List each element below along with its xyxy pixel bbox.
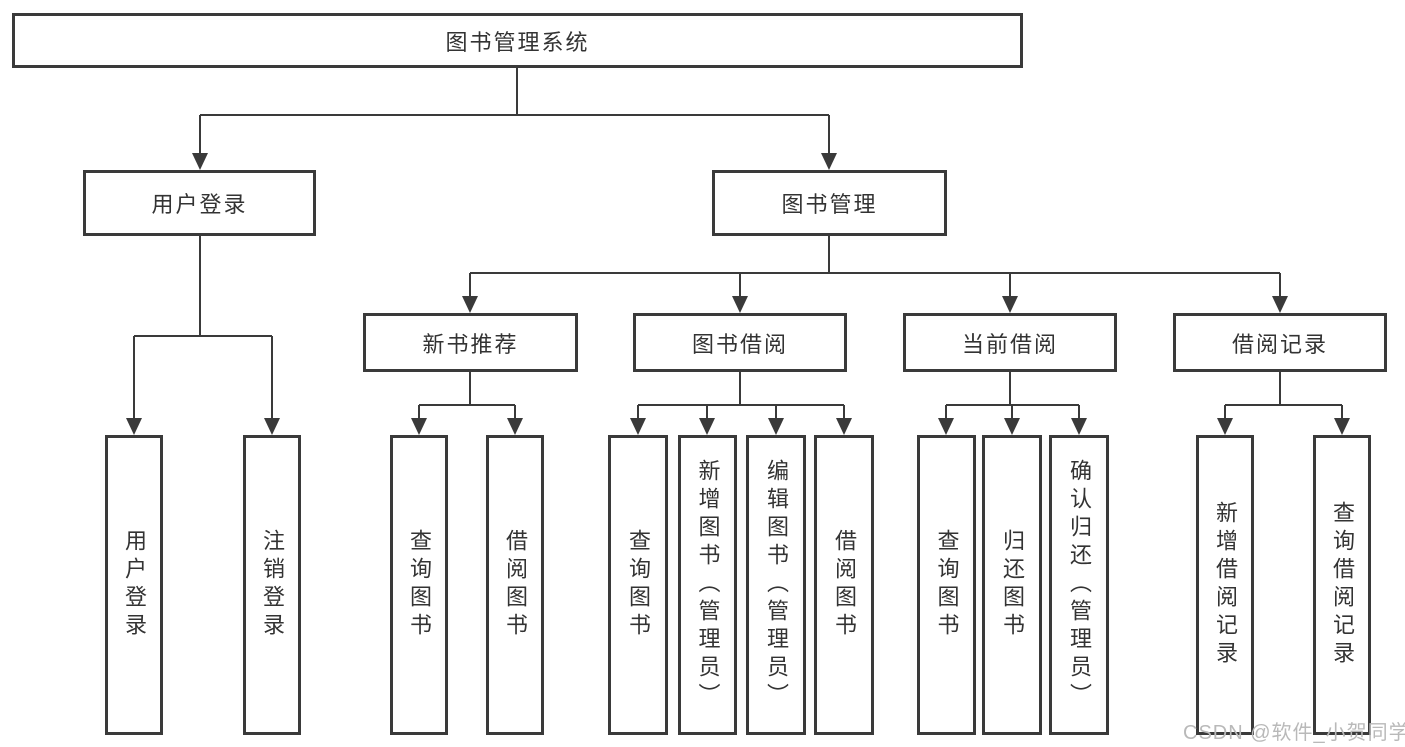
connector-borrow-records-bus (1225, 372, 1342, 406)
connector-root-bus (200, 68, 829, 116)
node-root: 图书管理系统 (12, 13, 1023, 68)
node-book-borrow: 图书借阅 (633, 313, 847, 372)
connector-user-leaf-drops (133, 336, 273, 419)
arrowhead-leaf-nb-query (411, 418, 427, 435)
arrowhead-leaf-cb-return (1004, 418, 1020, 435)
arrowhead-current-borrow (1002, 296, 1018, 313)
connector-level1-drops (199, 115, 830, 154)
arrowhead-user-login (192, 153, 208, 170)
connector-new-book-bus (419, 372, 515, 406)
node-book-management: 图书管理 (712, 170, 947, 236)
leaf-current-query: 查询图书 (917, 435, 976, 735)
arrowhead-leaf-logout (264, 418, 280, 435)
leaf-current-confirm-return: 确认归还（管理员） (1049, 435, 1109, 735)
connector-level2-drops (469, 273, 1281, 297)
arrowhead-leaf-nb-borrow (507, 418, 523, 435)
connector-book-management-bus (470, 236, 1280, 274)
arrowhead-leaf-bb-query (630, 418, 646, 435)
leaf-borrow-borrow-book: 借阅图书 (814, 435, 874, 735)
arrowhead-leaf-cb-query (938, 418, 954, 435)
node-current-borrow: 当前借阅 (903, 313, 1117, 372)
leaf-logout: 注销登录 (243, 435, 301, 735)
arrowhead-new-book (462, 296, 478, 313)
leaf-borrow-query: 查询图书 (608, 435, 668, 735)
leaf-user-login: 用户登录 (105, 435, 163, 735)
csdn-watermark: CSDN @软件_小贺同学 (1183, 722, 1405, 744)
node-user-login: 用户登录 (83, 170, 316, 236)
arrowhead-leaf-bb-borrow (836, 418, 852, 435)
connector-book-borrow-bus (638, 372, 844, 406)
leaf-records-query: 查询借阅记录 (1313, 435, 1371, 735)
leaf-borrow-add-book: 新增图书（管理员） (678, 435, 737, 735)
leaf-newbook-query: 查询图书 (390, 435, 448, 735)
arrowhead-leaf-br-add (1217, 418, 1233, 435)
arrowhead-borrow-records (1272, 296, 1288, 313)
leaf-newbook-borrow: 借阅图书 (486, 435, 544, 735)
connector-current-borrow-bus (946, 372, 1079, 406)
node-borrow-records: 借阅记录 (1173, 313, 1387, 372)
node-new-book-recommend: 新书推荐 (363, 313, 578, 372)
connector-user-login-bus (134, 236, 272, 337)
arrowhead-leaf-bb-add (699, 418, 715, 435)
leaf-records-add: 新增借阅记录 (1196, 435, 1254, 735)
arrowhead-leaf-user-login (126, 418, 142, 435)
leaf-borrow-edit-book: 编辑图书（管理员） (746, 435, 806, 735)
leaf-current-return: 归还图书 (982, 435, 1042, 735)
arrowhead-book-management (821, 153, 837, 170)
arrowhead-book-borrow (732, 296, 748, 313)
connector-leaf-drops (418, 405, 1343, 419)
arrowhead-leaf-bb-edit (768, 418, 784, 435)
arrowhead-leaf-br-query (1334, 418, 1350, 435)
arrowhead-leaf-cb-confirm (1071, 418, 1087, 435)
